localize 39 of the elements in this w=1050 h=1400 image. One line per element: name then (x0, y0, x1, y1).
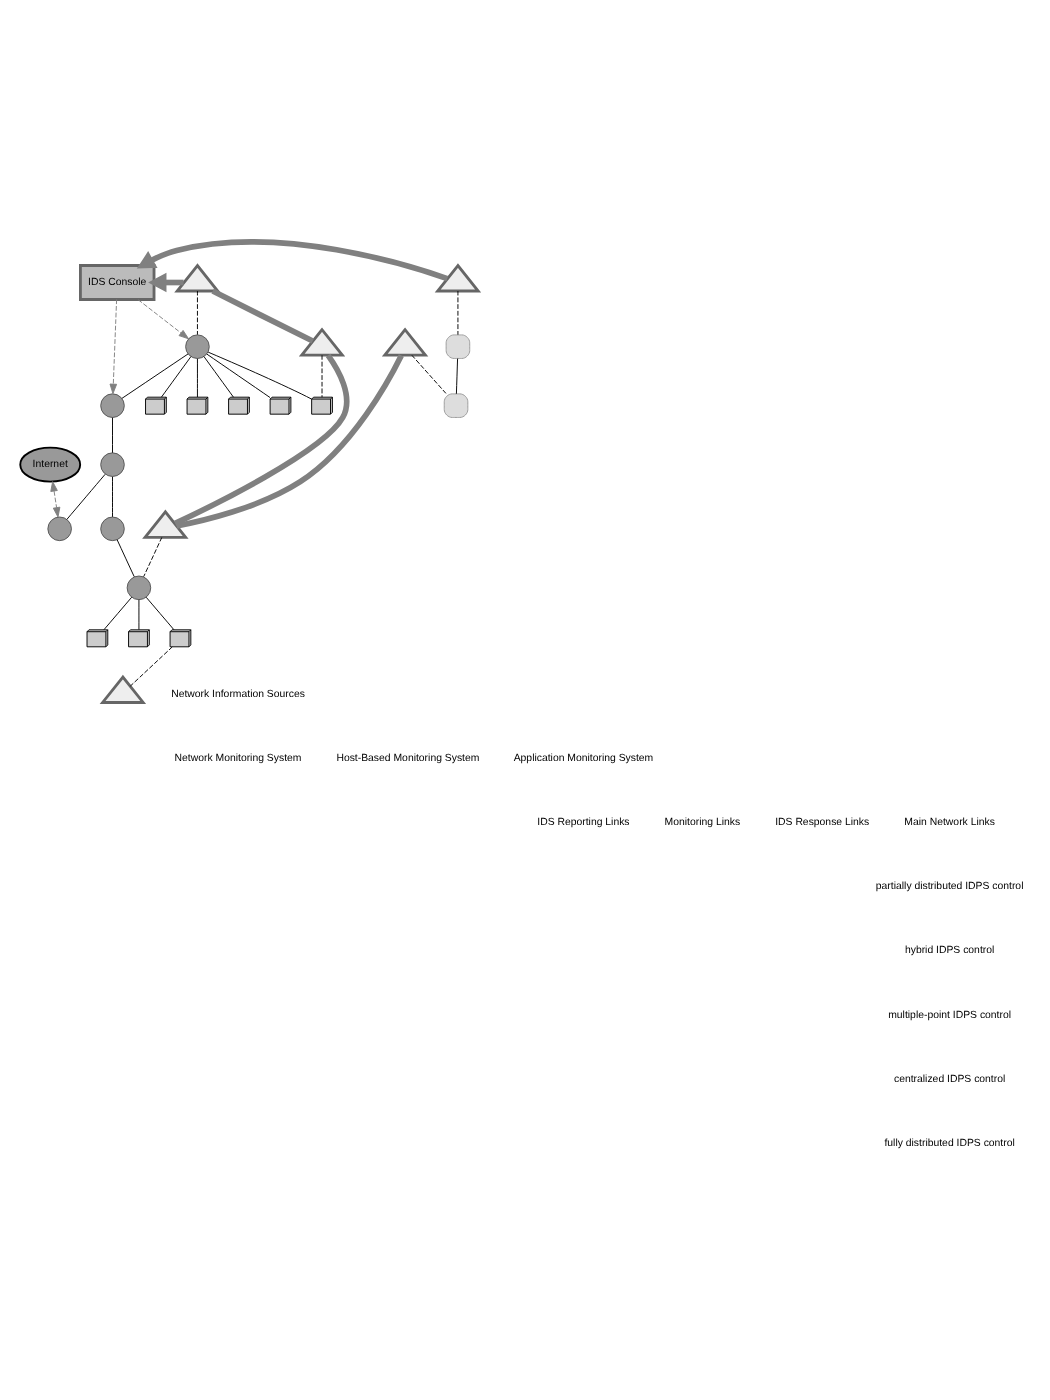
arrow (148, 271, 184, 292)
arrow (136, 238, 449, 281)
connector (197, 357, 198, 397)
node-box (443, 392, 469, 417)
connector (411, 353, 447, 394)
node-triangle (381, 326, 429, 356)
node-circle (126, 574, 152, 600)
node-circle (100, 451, 125, 476)
node-circle (185, 333, 210, 358)
connector (455, 357, 459, 394)
connector (112, 416, 113, 453)
connector (112, 475, 113, 517)
arrow (50, 480, 61, 517)
arrow (109, 298, 118, 394)
connector (121, 352, 189, 398)
connector (138, 598, 140, 630)
node-triangle (298, 326, 346, 356)
node-circle (47, 515, 72, 541)
connector (103, 595, 133, 630)
node-circle (100, 392, 125, 417)
arrow (137, 298, 189, 339)
connector (321, 353, 323, 397)
connector (176, 353, 404, 528)
node-triangle (174, 262, 221, 292)
connector (116, 538, 135, 577)
connector (211, 287, 314, 343)
node-circle (100, 515, 125, 541)
connector (197, 289, 198, 335)
connector (145, 595, 175, 630)
node-triangle (434, 262, 482, 292)
node-box (445, 333, 471, 358)
connector (173, 352, 350, 525)
connector (457, 289, 459, 335)
connector (66, 472, 106, 519)
node-triangle (99, 673, 147, 703)
connector (160, 355, 192, 397)
connector (143, 536, 163, 577)
node-triangle (142, 508, 189, 538)
connector (129, 645, 173, 686)
